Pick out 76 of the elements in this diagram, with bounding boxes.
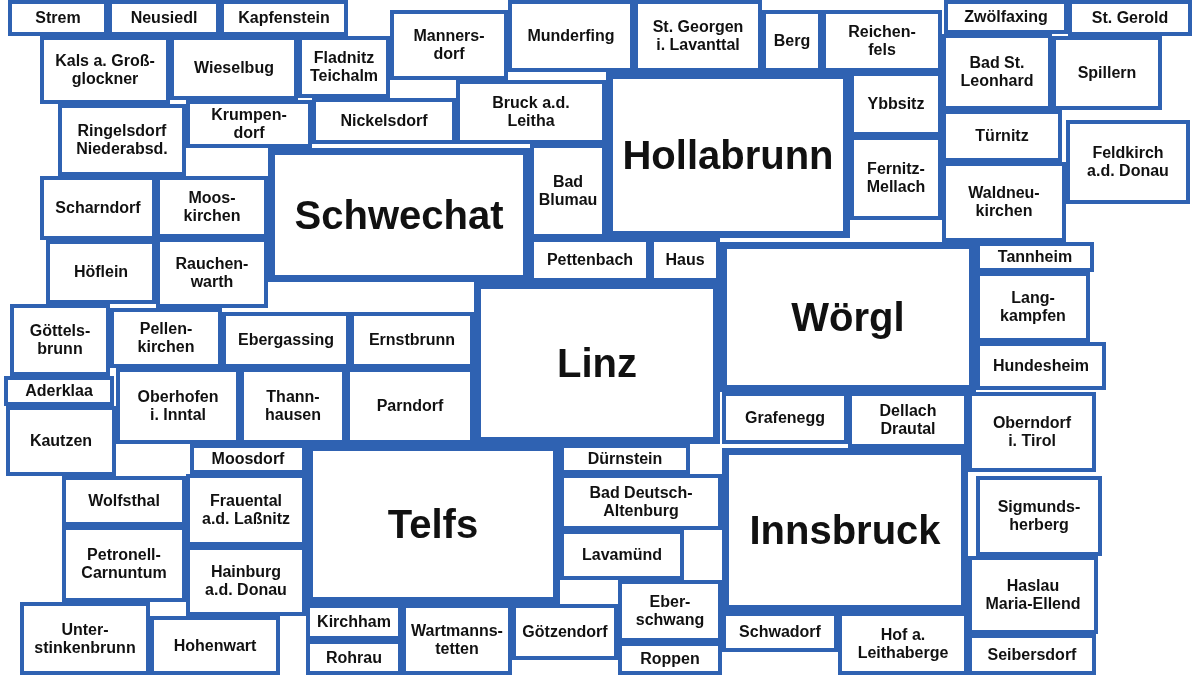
town-name: Innsbruck [749, 508, 941, 552]
town-name: Hohenwart [173, 636, 257, 655]
town-name: Hainburg a.d. Donau [204, 563, 288, 599]
town-name: Seibersdorf [987, 645, 1077, 664]
town-box [976, 476, 1102, 556]
town-name: Strem [35, 9, 81, 27]
town-name: Telfs [387, 502, 479, 546]
town-name: Dellach Drautal [878, 402, 938, 438]
town-name: Götzendorf [522, 623, 608, 641]
town-name: Frauental a.d. Laßnitz [201, 492, 291, 528]
town-name: Krumpen- dorf [210, 106, 288, 142]
town-name: Pettenbach [546, 251, 634, 269]
town-name: Fernitz- Mellach [865, 160, 927, 196]
town-name: Tannheim [997, 248, 1073, 266]
town-name: Unter- stinkenbrunn [33, 620, 137, 657]
town-name: Oberndorf i. Tirol [991, 414, 1073, 450]
town-name: Wieselbug [194, 59, 274, 77]
town-name: Höflein [73, 263, 129, 281]
town-name: Göttels- brunn [28, 322, 92, 358]
town-name: Ringelsdorf Niederabsd. [75, 122, 169, 158]
town-name: Pellen- kirchen [136, 320, 196, 356]
town-name: Lavamünd [582, 546, 662, 564]
town-name: Wolfsthal [88, 492, 160, 510]
town-name: Kirchham [317, 613, 391, 631]
town-name: Rohrau [326, 648, 382, 667]
town-name: Kautzen [29, 432, 93, 450]
town-name: Kals a. Groß- glockner [54, 52, 156, 88]
town-name: Reichen- fels [847, 23, 917, 59]
town-name: Grafenegg [745, 409, 825, 427]
town-name: Waldneu- kirchen [967, 184, 1041, 220]
town-name: Berg [773, 32, 811, 50]
town-name: Oberhofen i. Inntal [136, 388, 220, 424]
town-name: Manners- dorf [412, 27, 486, 63]
town-name: Petronell- Carnuntum [80, 546, 168, 582]
town-name: St. Georgen i. Lavanttal [651, 18, 745, 54]
town-name: Bad Blumau [537, 173, 599, 209]
town-name: Rauchen- warth [174, 255, 250, 291]
town-name: Ernstbrunn [368, 331, 456, 349]
town-name: Bad St. Leonhard [959, 54, 1035, 90]
town-name: Türnitz [975, 127, 1029, 145]
town-name: Sigmunds- herberg [996, 498, 1082, 534]
town-name: Wörgl [791, 295, 905, 339]
town-name: Lang- kampfen [999, 289, 1067, 325]
town-name: Munderfing [527, 27, 615, 45]
town-name: Kapfenstein [238, 9, 330, 27]
town-name: Scharndorf [55, 199, 141, 217]
town-name: Parndorf [376, 397, 444, 415]
town-name: Feldkirch a.d. Donau [1086, 144, 1170, 180]
town-name: Schwadorf [739, 623, 821, 641]
town-name: Bruck a.d. Leitha [491, 94, 571, 130]
town-name: Fladnitz Teichalm [308, 49, 380, 85]
town-name: Haslau Maria-Ellend [984, 577, 1082, 613]
town-name: Eber- schwang [634, 593, 706, 629]
town-name: Linz [557, 341, 637, 385]
town-name: Wartmanns- tetten [410, 621, 504, 658]
town-name: Dürnstein [587, 450, 663, 468]
town-name: Ebergassing [238, 331, 334, 349]
town-name: Bad Deutsch- Altenburg [588, 484, 694, 520]
town-name: Nickelsdorf [340, 112, 428, 130]
town-box [1066, 120, 1190, 204]
town-name: Moos- kirchen [182, 189, 242, 225]
town-name: Roppen [640, 649, 700, 668]
town-name: Hundesheim [993, 357, 1089, 375]
town-name: Aderklaa [25, 382, 93, 400]
town-name: Hollabrunn [622, 133, 834, 177]
town-name: St. Gerold [1091, 9, 1169, 27]
town-name: Zwölfaxing [964, 8, 1048, 26]
town-name: Moosdorf [211, 450, 285, 468]
town-name: Neusiedl [130, 9, 198, 27]
town-name: Schwechat [294, 193, 504, 237]
town-name: Thann- hausen [264, 388, 322, 424]
town-name: Ybbsitz [867, 95, 925, 113]
town-name: Spillern [1077, 64, 1137, 82]
town-name: Hof a. Leithaberge [856, 625, 950, 662]
town-name: Haus [665, 251, 705, 269]
town-box [968, 392, 1096, 472]
